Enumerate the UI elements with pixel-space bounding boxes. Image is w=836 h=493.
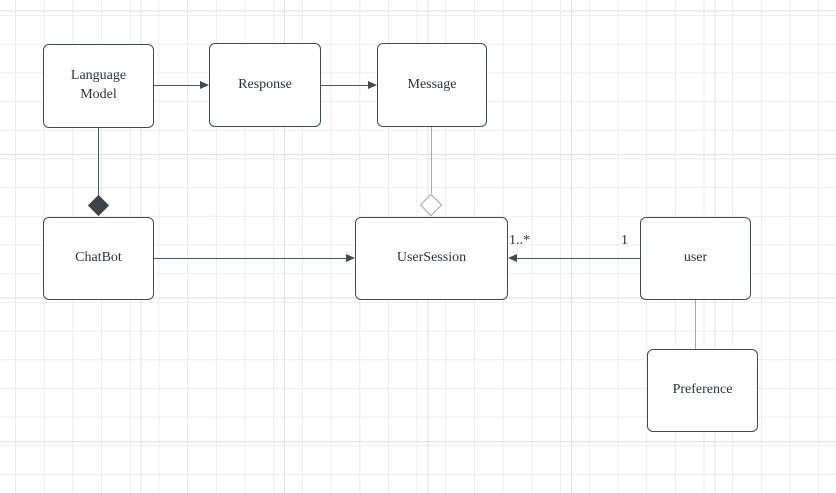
node-label: UserSession (396, 250, 467, 266)
edge-languagemodel-chatbot-line[interactable] (98, 128, 99, 197)
edge-chatbot-usersession-line[interactable] (154, 258, 346, 259)
node-label: Language Model (70, 68, 127, 102)
node-label: ChatBot (75, 250, 122, 266)
node-chatbot[interactable]: ChatBot (43, 217, 154, 300)
node-message[interactable]: Message (377, 43, 487, 127)
node-response[interactable]: Response (209, 43, 321, 127)
aggregation-diamond-icon[interactable] (419, 193, 443, 217)
arrowhead-right-icon[interactable] (346, 254, 355, 262)
edge-message-usersession-line[interactable] (431, 127, 432, 193)
arrowhead-right-icon[interactable] (368, 81, 377, 89)
node-user[interactable]: user (640, 217, 751, 300)
multiplicity-label-source: 1 (621, 233, 628, 248)
node-label: Response (238, 76, 292, 92)
edge-response-message-line[interactable] (321, 85, 368, 86)
node-usersession[interactable]: UserSession (355, 217, 508, 300)
node-preference[interactable]: Preference (647, 349, 758, 432)
arrowhead-left-icon[interactable] (508, 254, 517, 262)
edge-user-usersession-line[interactable] (517, 258, 640, 259)
node-label: Message (407, 76, 457, 92)
composition-diamond-icon[interactable] (87, 194, 110, 217)
arrowhead-right-icon[interactable] (200, 81, 209, 89)
multiplicity-label-target: 1..* (509, 233, 530, 248)
edge-user-preference-line[interactable] (695, 300, 696, 349)
edge-languagemodel-response-line[interactable] (154, 85, 200, 86)
node-label: user (683, 250, 708, 266)
node-label: Preference (672, 382, 733, 398)
node-language-model[interactable]: Language Model (43, 44, 154, 128)
